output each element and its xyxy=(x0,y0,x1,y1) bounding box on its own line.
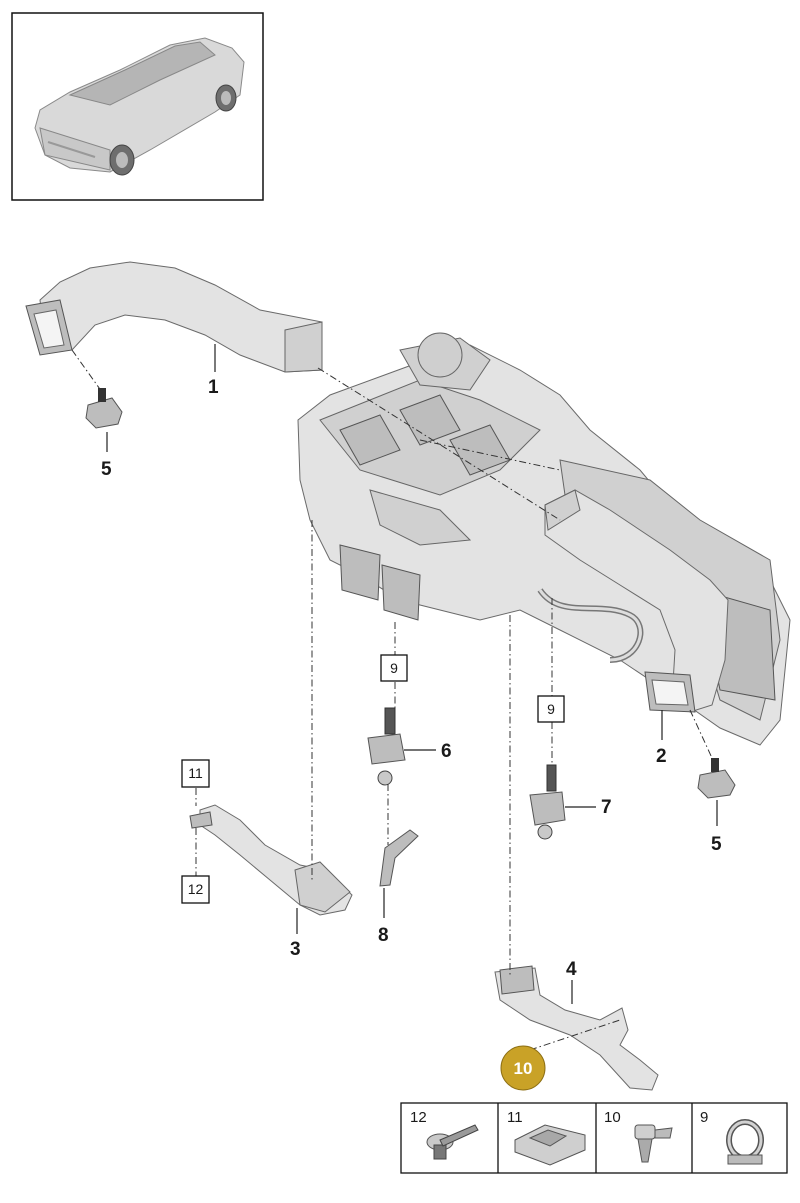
legend-label-11: 11 xyxy=(507,1109,523,1126)
callout-8: 8 xyxy=(378,925,389,946)
boxed-ref-9-left: 9 xyxy=(380,654,408,682)
legend-item-10: 10 xyxy=(604,1109,673,1163)
highlight-badge-10[interactable]: 10 xyxy=(500,1045,546,1091)
fastener-part-right xyxy=(697,758,736,799)
boxed-refs: 9 9 11 12 xyxy=(181,654,565,904)
legend-item-11: 11 xyxy=(507,1109,586,1166)
callout-3: 3 xyxy=(290,939,301,960)
boxed-ref-11: 11 xyxy=(181,759,210,788)
highlight-badge-label: 10 xyxy=(514,1059,533,1078)
bracket-part-8 xyxy=(379,829,419,887)
footwell-duct-left-part xyxy=(189,804,353,916)
clip-nut-icon xyxy=(514,1124,586,1166)
boxed-ref-12: 12 xyxy=(181,875,210,904)
boxed-ref-9-right-text: 9 xyxy=(547,701,555,717)
actuator-part-7 xyxy=(529,764,566,840)
leader-lines xyxy=(106,344,718,1004)
fastener-part-left xyxy=(85,388,123,429)
callout-1: 1 xyxy=(208,377,219,398)
footwell-duct-right-part xyxy=(494,965,659,1091)
fastener-legend: 12 11 10 9 xyxy=(400,1102,788,1174)
legend-item-12: 12 xyxy=(410,1109,479,1160)
expansion-rivet-icon xyxy=(634,1124,673,1163)
boxed-ref-11-text: 11 xyxy=(188,765,203,781)
legend-label-10: 10 xyxy=(604,1109,621,1126)
boxed-ref-9-left-text: 9 xyxy=(390,660,398,676)
callout-labels: 1 2 3 4 5 5 6 7 8 xyxy=(101,377,722,980)
callout-5-left: 5 xyxy=(101,459,112,480)
legend-label-12: 12 xyxy=(410,1109,427,1126)
boxed-ref-9-right: 9 xyxy=(537,695,565,723)
actuator-part-6 xyxy=(367,707,406,786)
air-duct-right-part xyxy=(544,489,729,713)
callout-5-right: 5 xyxy=(711,834,722,855)
screw-icon xyxy=(426,1124,479,1160)
callout-4: 4 xyxy=(566,959,577,980)
callout-6: 6 xyxy=(441,741,452,762)
car-icon xyxy=(34,37,245,176)
air-duct-left-part xyxy=(25,261,323,373)
hose-clamp-icon xyxy=(726,1119,764,1165)
legend-item-9: 9 xyxy=(700,1109,764,1165)
legend-label-9: 9 xyxy=(700,1109,708,1126)
assembly-lines xyxy=(71,349,713,1051)
callout-7: 7 xyxy=(601,797,612,818)
vehicle-thumbnail xyxy=(11,12,264,201)
boxed-ref-12-text: 12 xyxy=(188,881,204,897)
callout-2: 2 xyxy=(656,746,667,767)
